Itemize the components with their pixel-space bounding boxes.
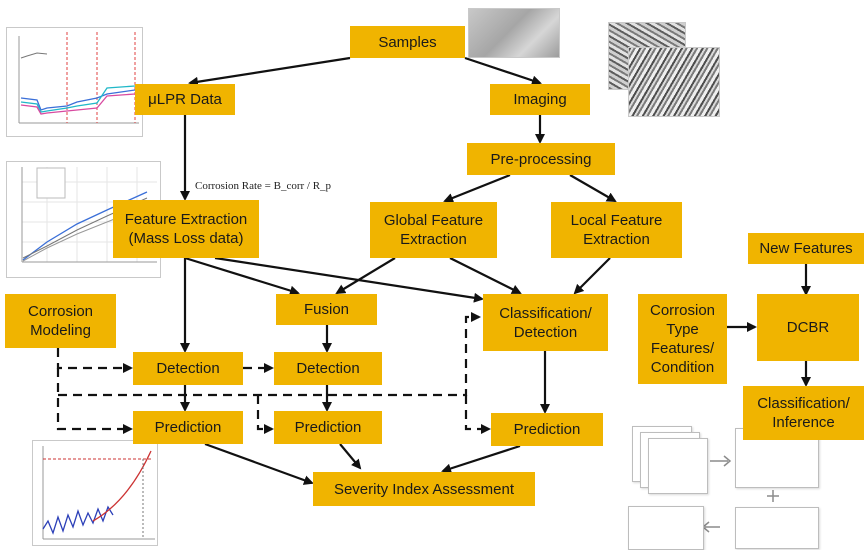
case-card-bottom-left [628,506,704,550]
prediction-box-mid: Prediction [274,411,382,444]
arrow-prediction-left-severity [204,442,314,485]
arrow-prediction-right-severity [441,444,521,474]
local-feature-box: Local Feature Extraction [551,202,682,258]
cycle-arrow-right-icon [710,455,732,467]
cycle-arrow-left-icon [701,521,720,533]
prediction-box-left: Prediction [133,411,243,444]
case-card-stack-3 [648,438,708,494]
corrosion-type-box: Corrosion Type Features/ Condition [638,294,727,384]
ulpr-data-box: μLPR Data [135,84,235,115]
classification-inference-box: Classification/ Inference [743,386,864,440]
dashed-to-classification [58,312,481,397]
global-feature-box: Global Feature Extraction [370,202,497,258]
arrow-samples-imaging [464,56,542,86]
samples-photo-thumbnail [468,8,560,58]
dashed-to-prediction-right [464,395,491,434]
fusion-box: Fusion [276,294,377,325]
prediction-chart-thumbnail [32,440,158,546]
arrow-samples-ulpr [188,56,351,87]
severity-index-box: Severity Index Assessment [313,472,535,506]
classification-detection-box: Classification/ Detection [483,294,608,351]
arrow-feature-classification [214,256,484,303]
arrow-feature-fusion [184,256,300,296]
arrow-pre-global [443,173,511,203]
corrosion-modeling-box: Corrosion Modeling [5,294,116,348]
micrograph-thumbnail-front [628,47,720,117]
dashed-modeling-detection [56,348,133,373]
case-card-bottom-right [735,507,819,549]
cycle-plus-icon [767,490,779,502]
dashed-to-prediction-mid [256,395,274,434]
dashed-modeling-prediction [56,368,133,434]
prediction-box-right: Prediction [491,413,603,446]
corrosion-rate-formula: Corrosion Rate = B_corr / R_p [195,180,332,192]
arrow-global-classification [449,257,522,294]
preprocessing-box: Pre-processing [467,143,615,175]
arrow-global-fusion [335,257,396,295]
new-features-box: New Features [748,233,864,264]
arrow-prediction-mid-severity [339,443,362,470]
dcbr-box: DCBR [757,294,859,361]
arrow-pre-local [569,174,617,203]
ulpr-chart-thumbnail [6,27,143,137]
feature-extraction-box: Feature Extraction (Mass Loss data) [113,200,259,258]
samples-box: Samples [350,26,465,58]
imaging-box: Imaging [490,84,590,115]
detection-box-left: Detection [133,352,243,385]
detection-box-mid: Detection [274,352,382,385]
arrow-local-classification [573,257,611,295]
